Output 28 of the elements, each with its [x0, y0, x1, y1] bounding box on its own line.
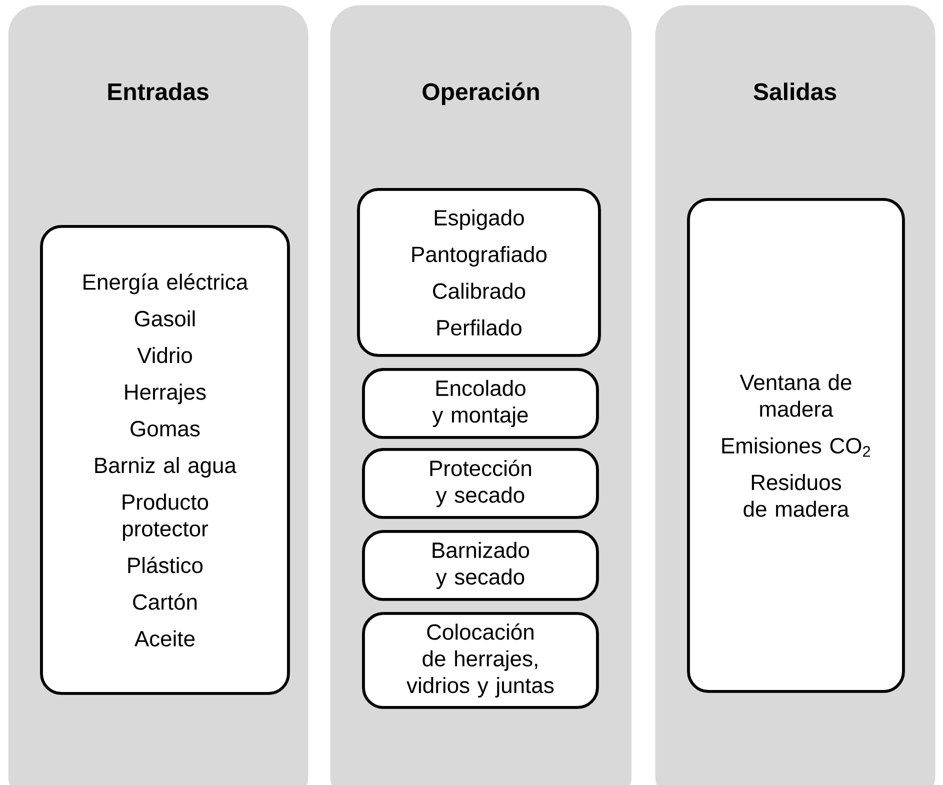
list-item: Ventana de madera	[740, 374, 852, 417]
step-box	[40, 225, 290, 695]
list-item: Barnizado y secado	[432, 542, 530, 590]
step-box	[362, 448, 599, 519]
list-item: Plástico	[128, 556, 203, 574]
list-item: Aceite	[134, 630, 195, 646]
list-item: Barniz al agua	[95, 457, 236, 478]
step-box	[362, 612, 599, 709]
step-box	[357, 188, 601, 357]
list-item: Gasoil	[134, 310, 195, 326]
list-item: Pantografiado	[412, 246, 547, 267]
list-item: Residuos de madera	[744, 474, 850, 517]
step-box	[362, 368, 599, 439]
list-item: Protección y secado	[430, 460, 531, 508]
list-item: Producto protector	[122, 494, 208, 541]
list-item: Colocación de herrajes, vidrios y juntas	[406, 623, 554, 698]
list-item: Cartón	[133, 593, 197, 610]
list-item: Gomas	[130, 420, 200, 436]
list-item: Encolado y montaje	[432, 380, 528, 428]
list-item: Emisiones CO$_{2}$	[722, 437, 870, 457]
list-item: Vidrio	[137, 347, 192, 364]
list-item: Perfilado	[437, 319, 522, 336]
step-box	[687, 198, 905, 693]
list-item: Herrajes	[125, 384, 206, 404]
list-item: Espigado	[434, 209, 524, 230]
step-box	[362, 530, 599, 601]
list-item: Calibrado	[433, 282, 526, 299]
list-item: Energía eléctrica	[84, 273, 248, 294]
